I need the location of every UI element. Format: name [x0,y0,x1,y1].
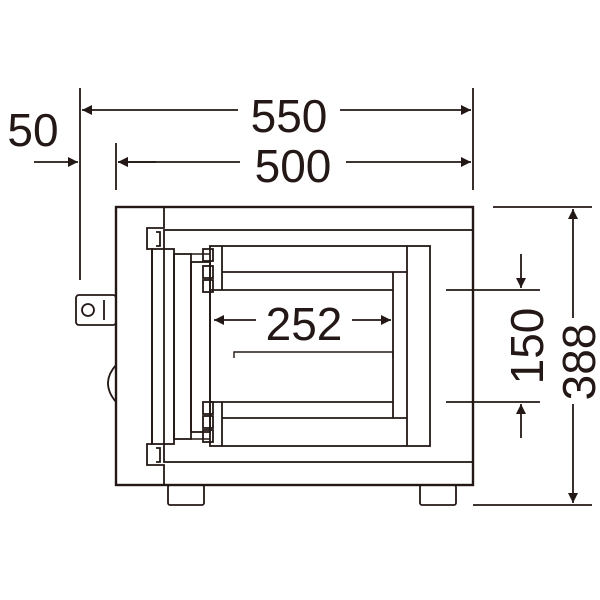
dimension-overall-width: 550 [79,88,474,280]
lower-notch-detail [156,447,161,463]
hinge-top-2 [202,265,214,279]
handle-knob-icon [81,303,95,317]
dial-icon [107,364,117,403]
dimension-label-388: 388 [553,324,600,401]
middle-shelf [233,351,394,358]
foot-left [167,484,205,506]
handle-bracket [75,294,117,326]
dimension-label-550: 550 [251,90,328,142]
dimension-body-width: 500 [115,140,471,192]
door-panel-inner [173,253,192,440]
dimension-label-252: 252 [266,298,343,350]
upper-notch-detail [156,231,161,247]
hinge-top-3 [202,279,214,293]
hinge-bottom-3 [202,429,214,443]
door-back-plate [190,261,211,433]
dimension-label-150: 150 [501,308,553,385]
dimension-label-50: 50 [7,104,58,156]
hinge-top-1 [202,248,214,262]
foot-right [419,484,457,506]
hinge-bottom-1 [202,401,214,415]
dimension-overall-height: 388 [473,206,600,506]
safe-body [75,205,475,506]
dimension-handle-offset: 50 [7,104,156,167]
dimension-interior-width: 252 [214,298,391,350]
hinge-bottom-2 [202,415,214,429]
inner-compartment [209,245,431,447]
dimension-label-500: 500 [255,140,332,192]
interior-cavity [163,229,474,463]
dimension-interior-height: 150 [446,254,553,438]
door-panel-outer [151,248,175,445]
